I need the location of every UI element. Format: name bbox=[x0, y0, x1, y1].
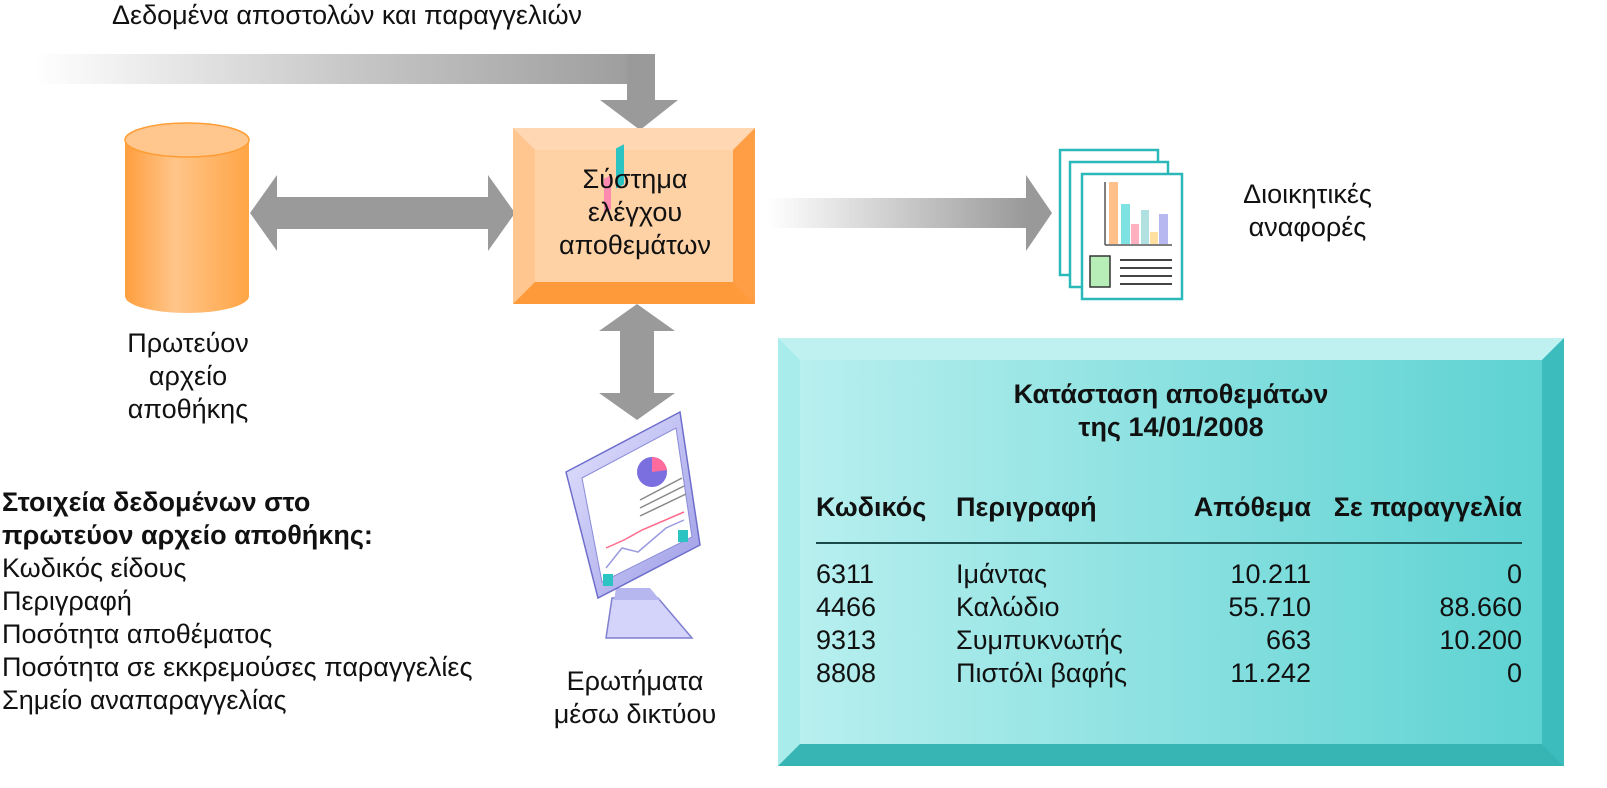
cell-stock: 10.211 bbox=[1230, 559, 1311, 589]
cell-on-order: 88.660 bbox=[1439, 592, 1522, 622]
column-header-description: Περιγραφή bbox=[956, 488, 1161, 544]
column-header-code: Κωδικός bbox=[816, 488, 956, 544]
cell-description: Καλώδιο bbox=[956, 592, 1060, 622]
column-header-stock: Απόθεμα bbox=[1161, 488, 1311, 544]
status-report-title: Κατάσταση αποθεμάτων της 14/01/2008 bbox=[1013, 379, 1329, 442]
cell-on-order: 0 bbox=[1506, 559, 1522, 589]
data-elements-list: Κωδικός είδους Περιγραφή Ποσότητα αποθέμ… bbox=[2, 552, 472, 717]
system-label: Σύστημα ελέγχου αποθεμάτων bbox=[559, 164, 711, 260]
cell-code: 9313 bbox=[816, 625, 877, 655]
cell-code: 4466 bbox=[816, 592, 877, 622]
inventory-control-system-box bbox=[513, 128, 755, 304]
cell-stock: 663 bbox=[1265, 625, 1311, 655]
online-queries-monitor-icon bbox=[565, 144, 701, 639]
cell-code: 6311 bbox=[816, 559, 875, 589]
data-element-item: Σημείο αναπαραγγελίας bbox=[2, 685, 287, 715]
master-file-label: Πρωτεύον αρχείο αποθήκης bbox=[127, 328, 249, 424]
file-system-double-arrow bbox=[250, 175, 515, 251]
cell-on-order: 10.200 bbox=[1439, 625, 1522, 655]
data-elements-block: Στοιχεία δεδομένων στο πρωτεύον αρχείο α… bbox=[2, 486, 472, 717]
data-element-item: Περιγραφή bbox=[2, 586, 132, 616]
data-element-item: Ποσότητα σε εκκρεμούσες παραγγελίες bbox=[2, 652, 473, 682]
master-file-cylinder bbox=[124, 122, 250, 313]
cell-stock: 55.710 bbox=[1228, 592, 1311, 622]
data-element-item: Κωδικός είδους bbox=[2, 553, 187, 583]
reports-label: Διοικητικές αναφορές bbox=[1243, 179, 1372, 242]
column-header-on-order: Σε παραγγελία bbox=[1311, 488, 1522, 544]
data-element-item: Ποσότητα αποθέματος bbox=[2, 619, 273, 649]
cell-code: 8808 bbox=[816, 658, 877, 688]
cell-stock: 11.242 bbox=[1230, 658, 1311, 688]
reports-arrow bbox=[768, 175, 1052, 251]
management-reports-icon bbox=[1058, 148, 1184, 301]
cell-on-order: 0 bbox=[1506, 658, 1522, 688]
table-row: 6311 Ιμάντας 10.211 0 bbox=[816, 543, 1522, 591]
cell-description: Συμπυκνωτής bbox=[956, 625, 1123, 655]
system-queries-double-arrow bbox=[599, 304, 675, 420]
table-row: 4466 Καλώδιο 55.710 88.660 bbox=[816, 591, 1522, 624]
inventory-status-table: Κωδικός Περιγραφή Απόθεμα Σε παραγγελία … bbox=[816, 488, 1522, 690]
table-row: 8808 Πιστόλι βαφής 11.242 0 bbox=[816, 657, 1522, 690]
status-panel-frame bbox=[778, 338, 1564, 766]
table-header-row: Κωδικός Περιγραφή Απόθεμα Σε παραγγελία bbox=[816, 488, 1522, 544]
shipping-orders-arrow bbox=[35, 54, 678, 130]
queries-label: Ερωτήματα μέσω δικτύου bbox=[553, 666, 717, 729]
data-elements-title: Στοιχεία δεδομένων στο πρωτεύον αρχείο α… bbox=[2, 487, 373, 550]
shipping-orders-label: Δεδομένα αποστολών και παραγγελιών bbox=[112, 0, 583, 30]
cell-description: Ιμάντας bbox=[956, 559, 1048, 589]
cell-description: Πιστόλι βαφής bbox=[956, 658, 1128, 688]
table-row: 9313 Συμπυκνωτής 663 10.200 bbox=[816, 624, 1522, 657]
inventory-status-panel: Κατάσταση αποθεμάτων της 14/01/2008 Κωδι… bbox=[778, 338, 1564, 766]
